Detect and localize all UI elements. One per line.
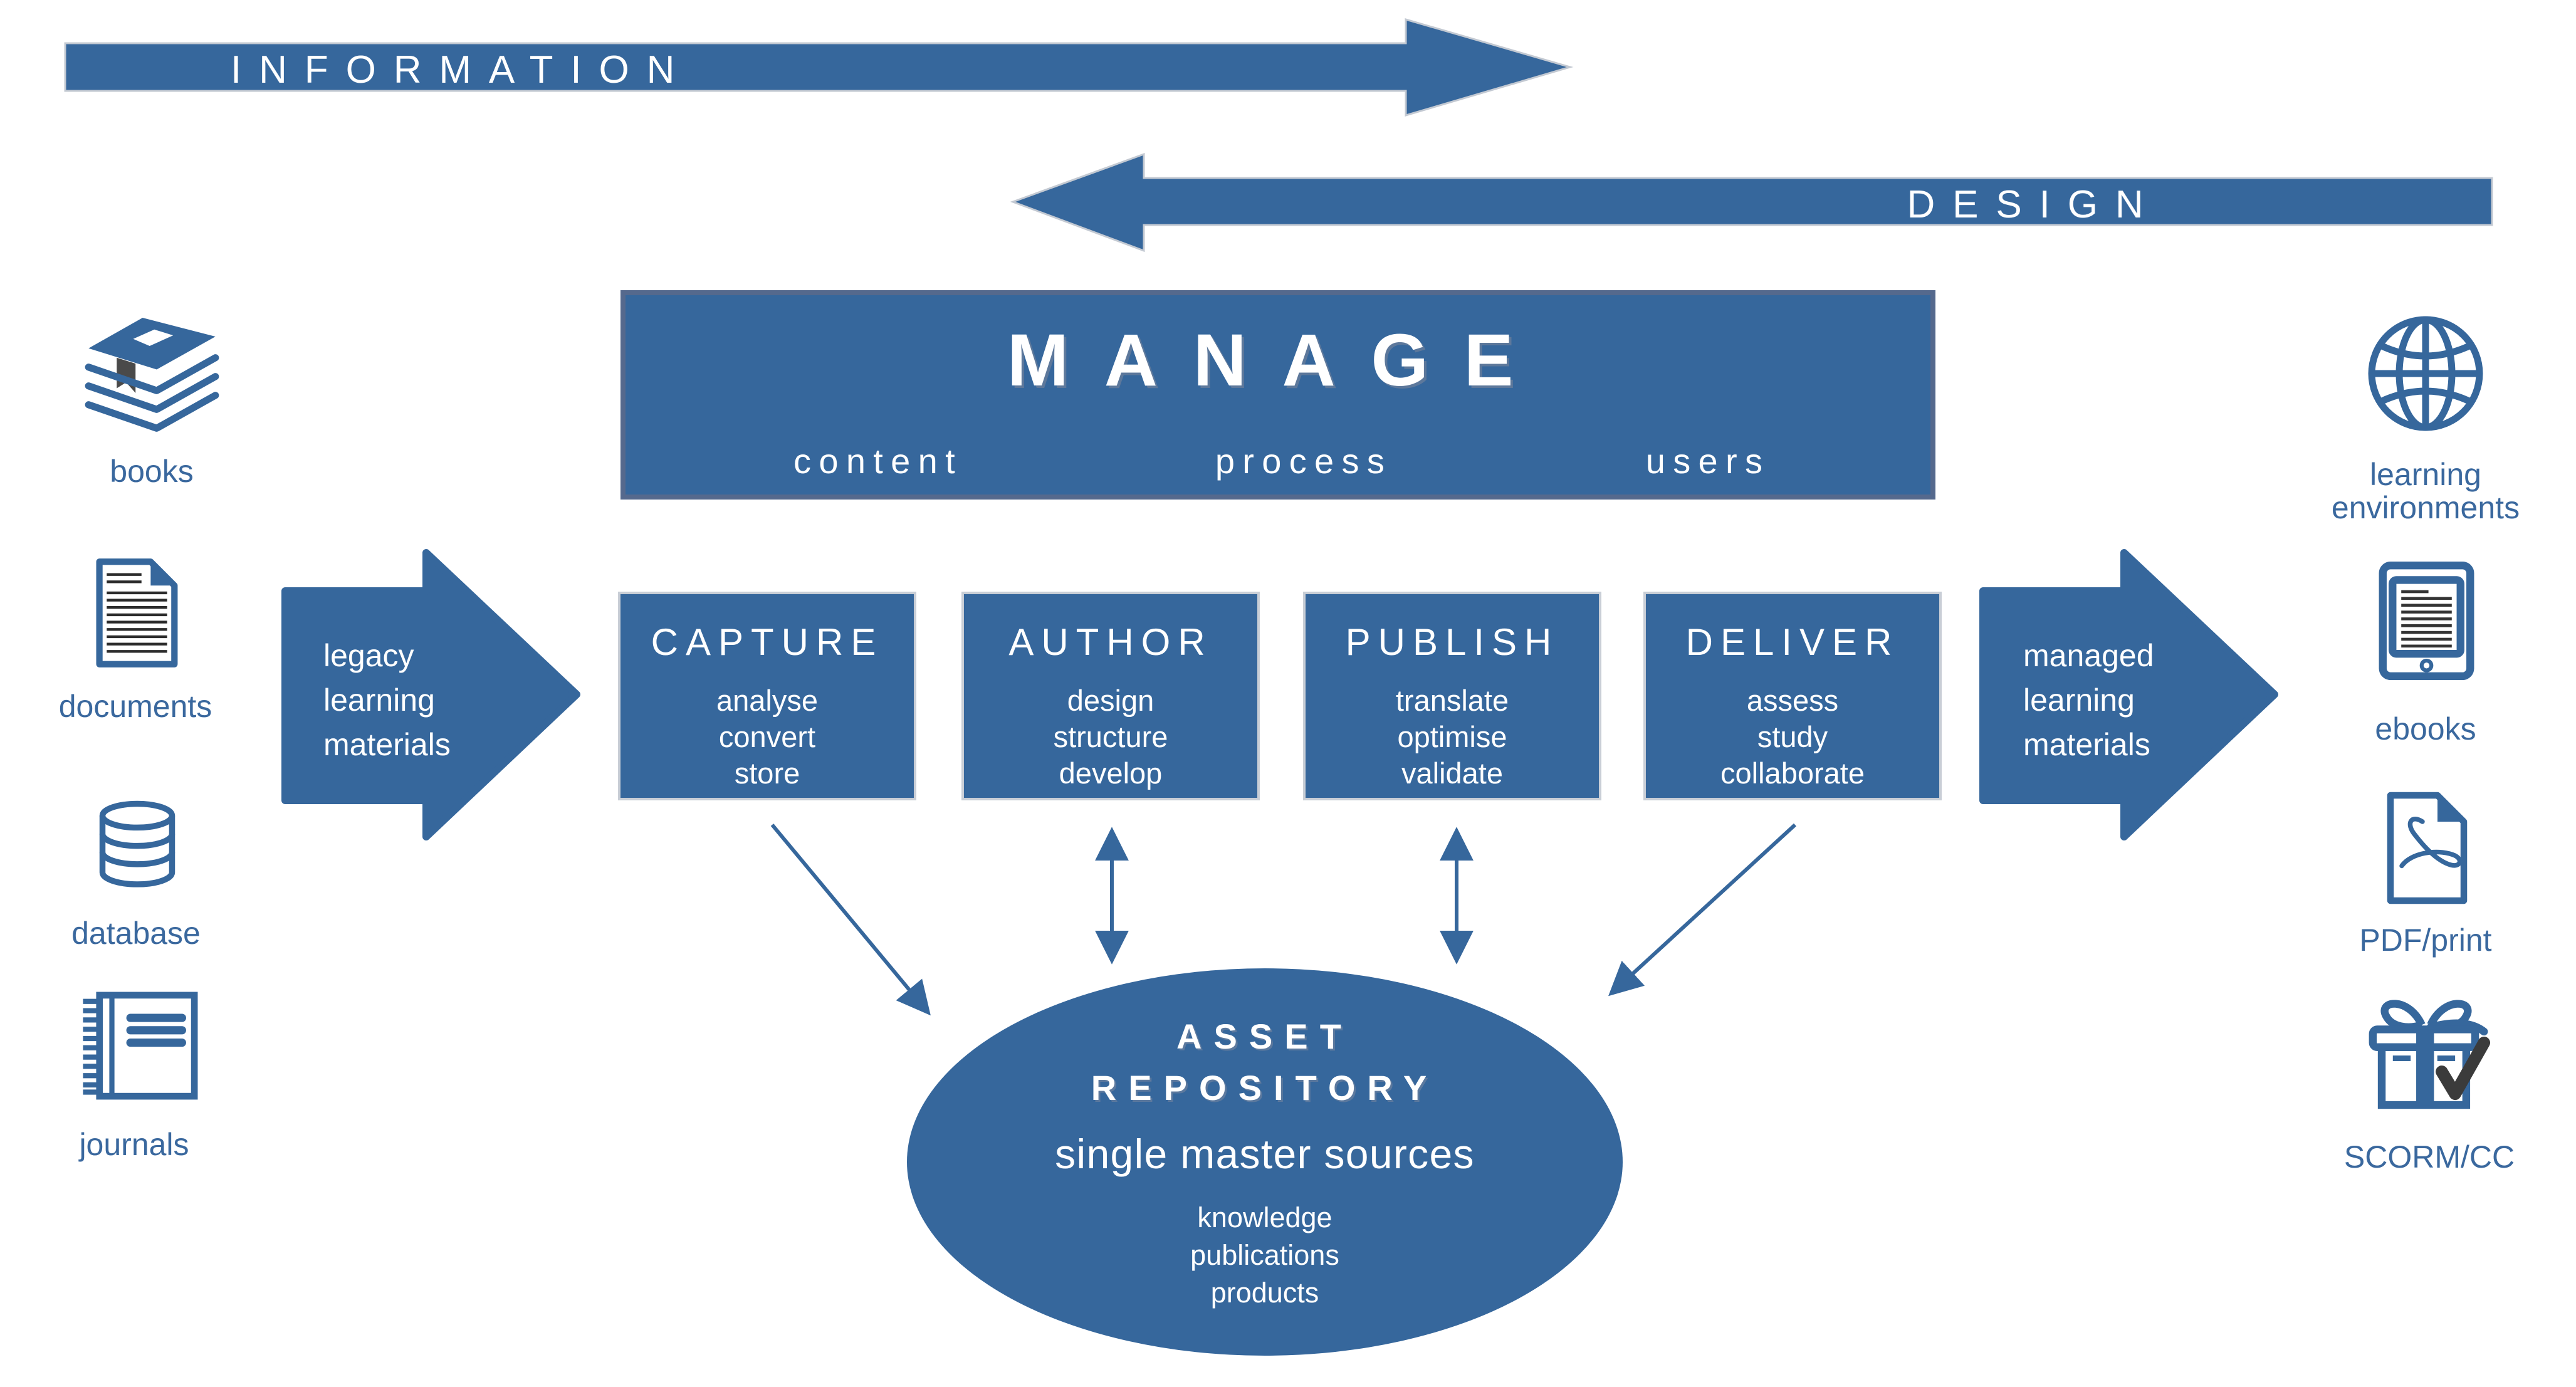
manage-item-content: content	[793, 441, 963, 481]
stage-title: CAPTURE	[651, 621, 884, 663]
scorm-package-check-icon	[2357, 987, 2496, 1126]
repository-items: knowledge publications products	[1190, 1201, 1339, 1309]
source-label-database: database	[71, 916, 201, 951]
capture-to-repository-connector	[770, 824, 931, 1016]
output-label-learning-environments: learning environments	[2331, 457, 2520, 525]
output-arrow-shape	[1979, 549, 2278, 840]
source-label-documents: documents	[58, 689, 212, 724]
stage-box-author: AUTHOR design structure develop	[961, 592, 1260, 800]
stage-box-publish: PUBLISH translate optimise validate	[1303, 592, 1601, 800]
input-arrow-text: legacy learning materials	[323, 638, 451, 762]
database-cylinder-icon	[90, 787, 184, 912]
repository-title-line1: ASSET	[1176, 1017, 1353, 1056]
stage-title: DELIVER	[1685, 621, 1900, 663]
manage-item-process: process	[1215, 441, 1393, 481]
document-page-icon	[89, 548, 183, 678]
information-flow-label: INFORMATION	[231, 48, 693, 92]
journal-notebook-icon	[72, 989, 201, 1105]
books-stack-icon	[81, 308, 223, 446]
ebook-reader-icon	[2377, 553, 2476, 689]
repository-title-line2: REPOSITORY	[1091, 1067, 1439, 1107]
source-label-books: books	[110, 454, 194, 489]
output-label-scorm-cc: SCORM/CC	[2343, 1139, 2515, 1175]
manage-item-users: users	[1645, 441, 1771, 481]
globe-icon	[2363, 311, 2488, 436]
asset-repository-ellipse: ASSET REPOSITORY single master sources k…	[907, 968, 1623, 1356]
deliver-to-repository-connector	[1608, 823, 1797, 997]
stage-title: AUTHOR	[1008, 621, 1213, 663]
information-flow-arrow	[64, 18, 1574, 117]
design-flow-arrow	[1010, 152, 2493, 253]
manage-box: MANAGE content process users	[620, 290, 1935, 500]
design-flow-label: DESIGN	[1907, 183, 2161, 226]
input-arrow-shape	[281, 549, 580, 840]
manage-title: MANAGE	[1007, 319, 1549, 402]
output-label-ebooks: ebooks	[2375, 711, 2476, 746]
source-label-journals: journals	[79, 1127, 189, 1162]
stage-title: PUBLISH	[1345, 621, 1559, 663]
repository-subtitle: single master sources	[1055, 1130, 1475, 1177]
pdf-document-icon	[2379, 785, 2474, 912]
stage-box-deliver: DELIVER assess study collaborate	[1643, 592, 1942, 800]
stage-box-capture: CAPTURE analyse convert store	[618, 592, 916, 800]
output-arrow-text: managed learning materials	[2023, 638, 2154, 762]
output-label-pdf-print: PDF/print	[2359, 923, 2492, 958]
